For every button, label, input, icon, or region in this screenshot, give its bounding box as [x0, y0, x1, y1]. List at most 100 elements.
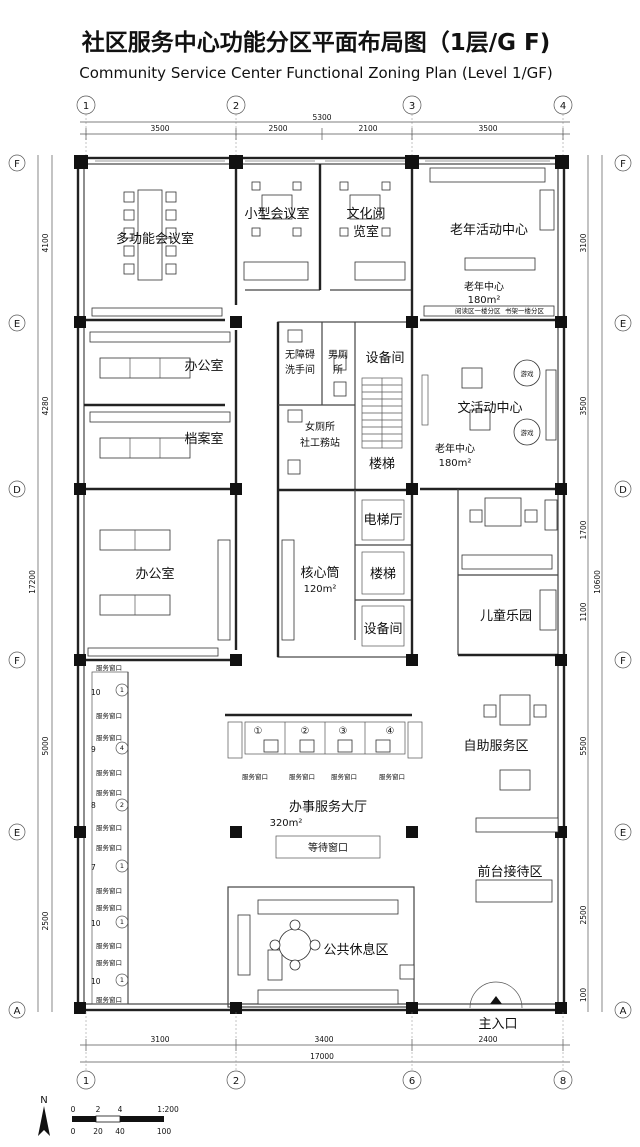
bottom-axis-bubbles: 1 2 6 8 [76, 1012, 573, 1090]
scale-ratio: 1:200 [157, 1105, 179, 1114]
room-mens-wc-line1: 男厕 [328, 349, 348, 361]
right-axis-bubbles: F E D F E A 3100 3500 1700 1100 5500 250… [579, 154, 632, 1019]
dim-bottom-seg: 3400 [314, 1035, 333, 1044]
room-reading-line2: 览室 [353, 224, 379, 240]
shelf-label: 书架一楼分区 [505, 306, 545, 315]
dim-right-seg: 1100 [579, 602, 588, 621]
scale-bar: 0 2 4 1:200 0 20 40 100 [71, 1105, 179, 1136]
furniture: 阅读区一楼分区 书架一楼分区 [87, 167, 559, 1009]
room-senior-center: 老年活动中心 [450, 223, 528, 238]
dim-right-seg: 3500 [579, 396, 588, 415]
room-culture-area: 180m² [439, 458, 472, 469]
room-entrance: 主入口 [478, 1017, 517, 1032]
room-labels: 多功能会议室 小型会议室 文化阅 览室 老年活动中心 老年中心 180m² 办公… [116, 206, 543, 1032]
room-hall-area: 320m² [270, 818, 303, 829]
axis-label: D [13, 485, 21, 496]
room-culture-area-label: 老年中心 [435, 442, 475, 455]
room-equipment-1: 设备间 [365, 350, 404, 366]
dim-left-total: 17200 [28, 570, 37, 594]
axis-label: E [14, 319, 20, 330]
service-window-label: 服务窗口 [379, 772, 405, 781]
dim-right-seg: 2500 [579, 905, 588, 924]
service-window-label: 服务窗口 [96, 958, 122, 967]
left-axis-bubbles: F E D F E A 4100 4280 5000 2500 17200 [8, 154, 53, 1019]
counter-number: 10 [91, 919, 101, 928]
service-window-label: 服务窗口 [96, 941, 122, 950]
scale-tick: 4 [118, 1105, 123, 1114]
game-label: 游戏 [521, 369, 535, 378]
game-label: 游戏 [521, 428, 535, 437]
room-reception: 前台接待区 [477, 864, 542, 880]
dim-bottom-seg: 2400 [478, 1035, 497, 1044]
axis-label: 1 [83, 1076, 89, 1087]
shelf-label: 阅读区一楼分区 [455, 306, 501, 315]
counter-label: ③ [339, 726, 348, 737]
room-core-area: 120m² [304, 584, 337, 595]
counter-label: ① [254, 726, 263, 737]
dim-bottom-seg: 3100 [150, 1035, 169, 1044]
room-archive: 档案室 [184, 431, 223, 447]
axis-label: E [14, 828, 20, 839]
room-office-1: 办公室 [184, 358, 223, 374]
room-office-2: 办公室 [135, 566, 174, 582]
axis-label: 2 [233, 101, 239, 112]
counter-badge: 1 [120, 862, 124, 870]
top-dimensions: 5300 3500 2500 2100 3500 [80, 113, 570, 140]
counter-badge: 4 [120, 744, 124, 752]
counter-label: ④ [386, 726, 395, 737]
top-axis-bubbles: 1 2 3 4 [76, 95, 573, 155]
dim-bottom-total: 17000 [310, 1052, 334, 1061]
axis-label: E [620, 828, 626, 839]
dim-left-seg: 4100 [41, 233, 50, 252]
service-window-label: 服务窗口 [96, 768, 122, 777]
room-multi-meeting: 多功能会议室 [116, 231, 194, 247]
plan-title-cn: 社区服务中心功能分区平面布局图（1层/G F) [82, 29, 551, 56]
dim-right-seg: 100 [579, 988, 588, 1003]
dim-right-seg: 1700 [579, 520, 588, 539]
structural-columns [74, 155, 569, 1014]
room-elevator: 电梯厅 [363, 513, 402, 528]
dim-left-seg: 4280 [41, 396, 50, 415]
room-small-meeting: 小型会议室 [244, 206, 309, 222]
axis-label: 3 [409, 101, 415, 112]
dim-right-total: 10600 [593, 570, 602, 594]
service-window-label: 服务窗口 [96, 711, 122, 720]
service-window-label: 服务窗口 [96, 843, 122, 852]
counter-number: 9 [91, 745, 96, 754]
dim-left-seg: 2500 [41, 911, 50, 930]
axis-label: A [620, 1006, 627, 1017]
axis-label: A [14, 1006, 21, 1017]
service-window-label: 服务窗口 [96, 903, 122, 912]
room-culture-center: 文活动中心 [457, 401, 522, 416]
plan-title-en: Community Service Center Functional Zoni… [79, 64, 553, 82]
service-window-label: 服务窗口 [96, 823, 122, 832]
game-table-icon [513, 359, 541, 446]
service-window-label: 服务窗口 [96, 788, 122, 797]
axis-label: F [620, 656, 626, 667]
room-core: 核心筒 [300, 565, 339, 581]
dim-right-seg: 5500 [579, 736, 588, 755]
axis-label: 6 [409, 1076, 415, 1087]
room-accessible-wc-line2: 洗手间 [285, 363, 315, 376]
scale-tick: 2 [96, 1105, 101, 1114]
axis-label: F [14, 656, 20, 667]
dim-right-seg: 3100 [579, 233, 588, 252]
room-reading-line1: 文化阅 [346, 207, 385, 222]
room-social-work: 社工務站 [300, 436, 340, 449]
axis-label: D [619, 485, 627, 496]
dim-top-seg: 3500 [150, 124, 169, 133]
room-senior-area-label: 老年中心 [464, 280, 504, 293]
service-window-label: 服务窗口 [96, 995, 122, 1004]
service-window-label: 服务窗口 [96, 663, 122, 672]
counter-badge: 1 [120, 918, 124, 926]
room-lounge: 公共休息区 [323, 942, 388, 958]
service-window-label: 服务窗口 [96, 886, 122, 895]
left-service-counters: 服务窗口 10 1 服务窗口 服务窗口 9 4 服务窗口 服务窗口 8 2 服务… [91, 663, 129, 1005]
north-label: N [40, 1095, 47, 1106]
room-kids: 儿童乐园 [480, 608, 532, 624]
dim-top-total: 5300 [312, 113, 331, 122]
counter-badge: 1 [120, 686, 124, 694]
dim-left-seg: 5000 [41, 736, 50, 755]
counter-badge: 2 [120, 801, 124, 809]
bottom-dimensions: 3100 3400 2400 17000 [80, 1035, 570, 1063]
